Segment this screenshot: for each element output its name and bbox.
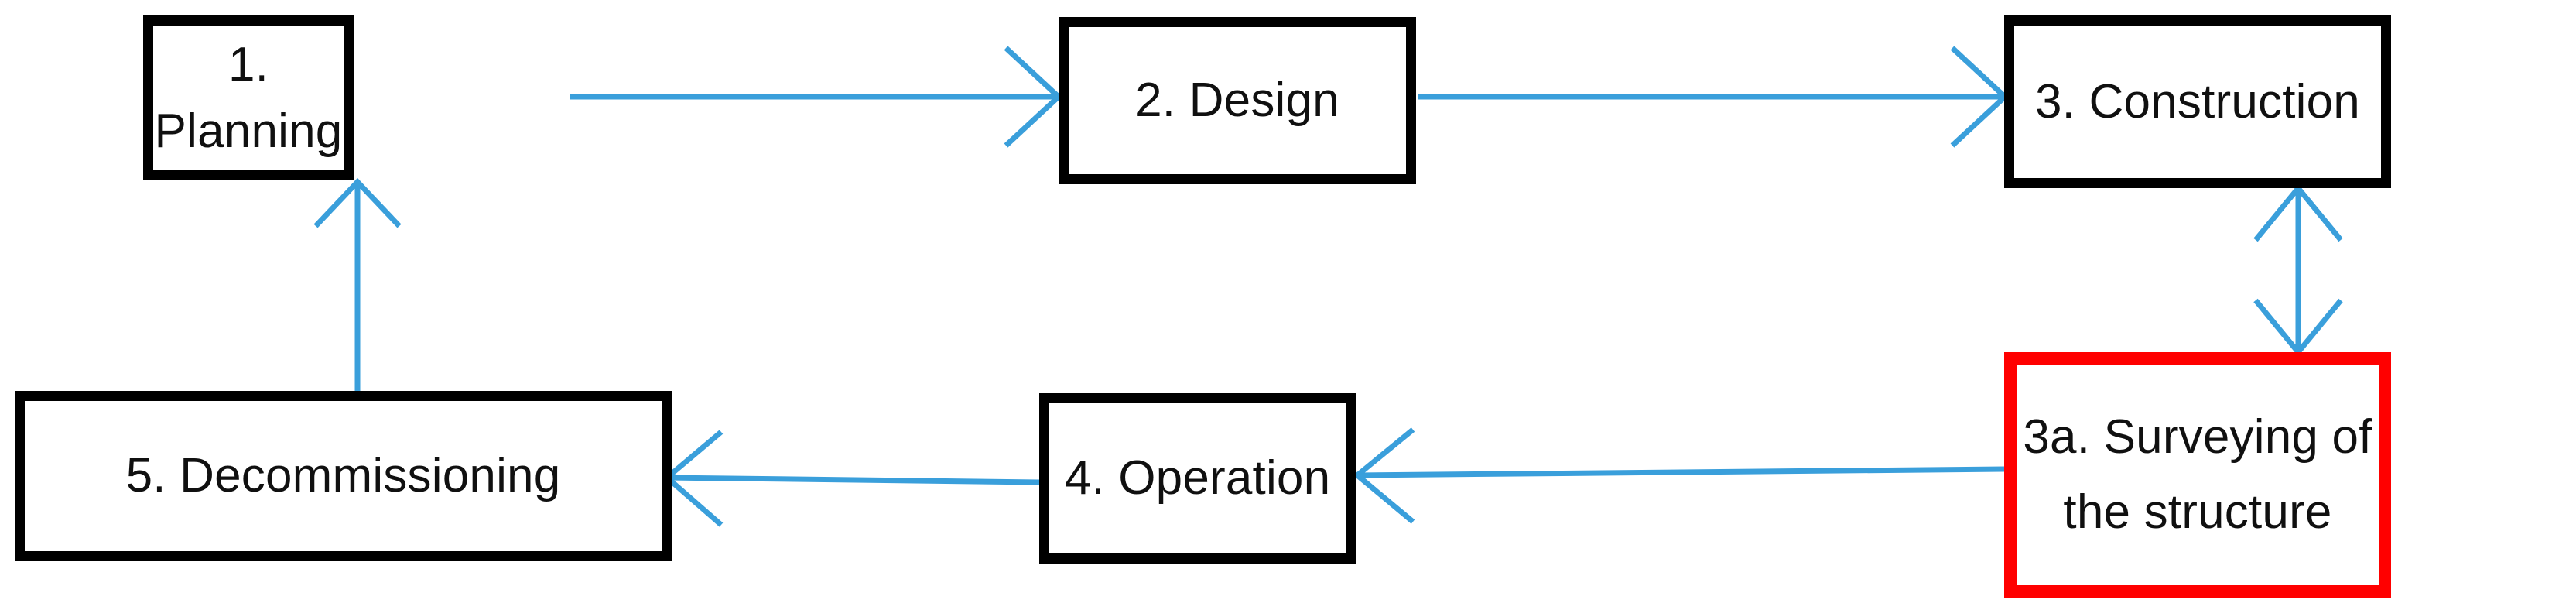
node-design-label: 2. Design bbox=[1135, 74, 1339, 128]
arrow-surveying-to-operation bbox=[1353, 427, 2005, 524]
node-surveying-label: 3a. Surveying of the structure bbox=[2023, 410, 2372, 539]
node-design[interactable]: 2. Design bbox=[1059, 17, 1416, 184]
arrow-operation-to-decommissioning bbox=[662, 430, 1040, 527]
node-planning[interactable]: 1. Planning bbox=[143, 15, 354, 180]
node-planning-label: 1. Planning bbox=[154, 37, 343, 158]
node-construction-label: 3. Construction bbox=[2035, 74, 2360, 128]
node-operation[interactable]: 4. Operation bbox=[1039, 393, 1356, 564]
node-decommissioning[interactable]: 5. Decommissioning bbox=[15, 391, 672, 561]
arrow-construction-to-surveying bbox=[2253, 183, 2343, 357]
node-decommissioning-label: 5. Decommissioning bbox=[125, 449, 561, 503]
node-operation-label: 4. Operation bbox=[1064, 451, 1331, 505]
arrow-design-to-construction bbox=[1418, 46, 2010, 148]
node-construction[interactable]: 3. Construction bbox=[2004, 15, 2391, 188]
node-surveying-of-the-structure[interactable]: 3a. Surveying of the structure bbox=[2004, 352, 2391, 598]
arrow-decommissioning-to-planning bbox=[313, 177, 402, 395]
arrow-planning-to-design bbox=[570, 46, 1063, 148]
